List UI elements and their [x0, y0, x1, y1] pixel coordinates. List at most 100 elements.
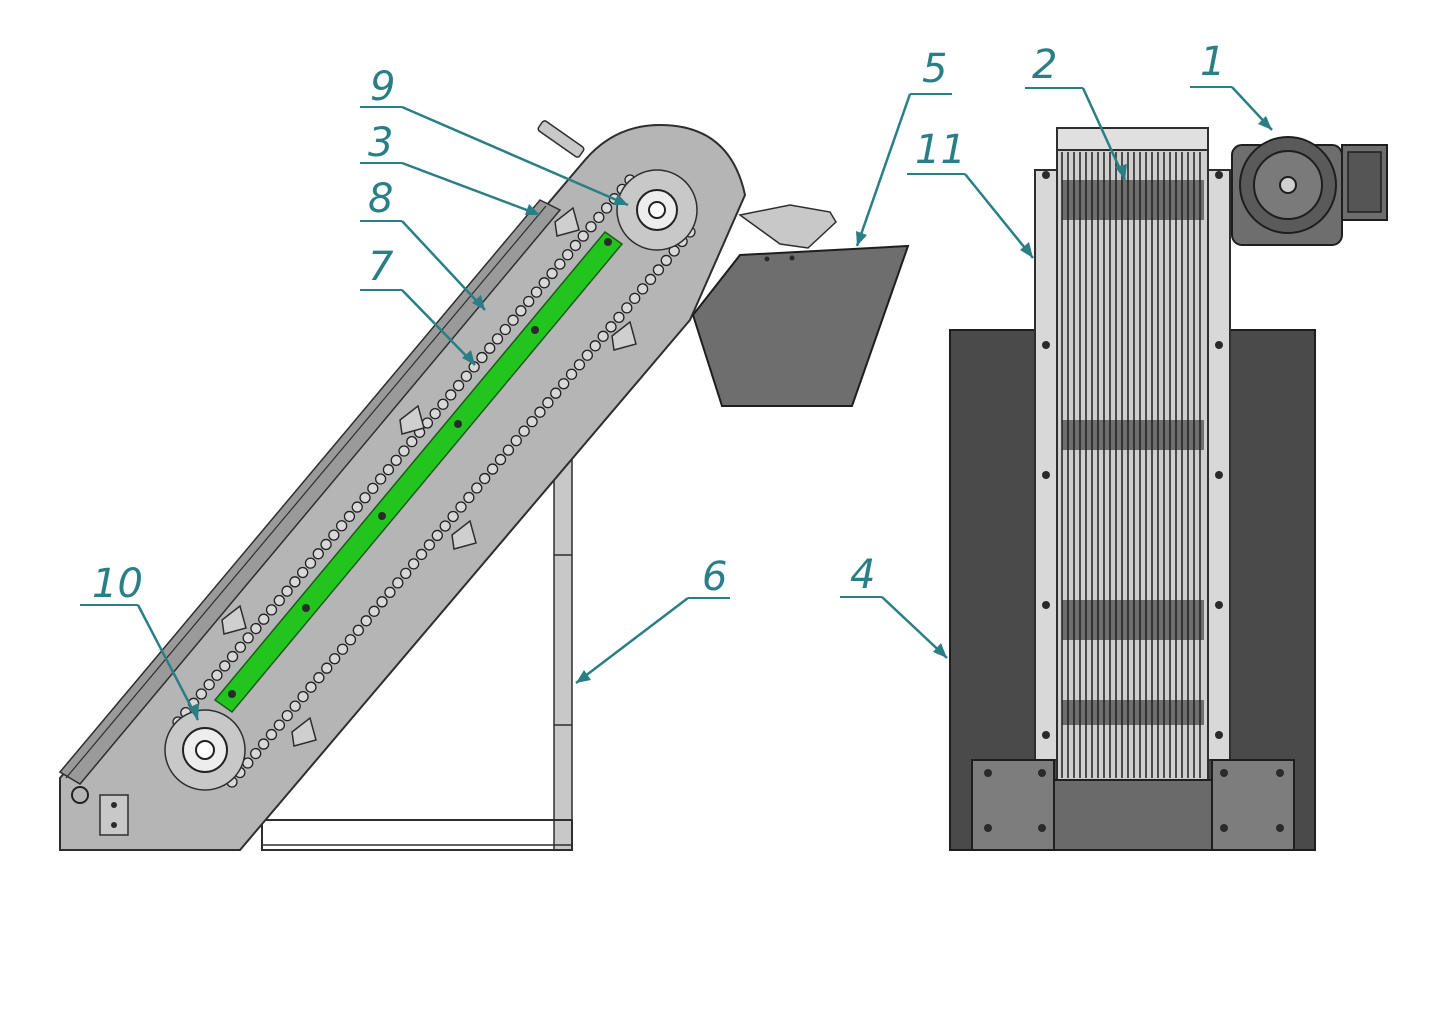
chain-link	[546, 267, 558, 280]
chain-link	[494, 453, 507, 466]
chain-link	[352, 624, 364, 636]
chain-link	[351, 501, 363, 513]
conveyor-belt	[1056, 134, 1209, 781]
chain-link	[265, 604, 278, 616]
top-lever	[537, 120, 585, 158]
callout-6: 6	[575, 554, 730, 684]
chain-link	[479, 472, 491, 485]
chain-link	[621, 302, 633, 314]
chain-link	[281, 585, 293, 597]
chain-link	[452, 379, 465, 392]
chain-upper	[172, 174, 636, 728]
chain-link	[281, 709, 293, 722]
chain-link	[554, 258, 566, 270]
chain-link	[471, 482, 483, 494]
scraper-flight	[221, 604, 247, 635]
chain-link	[313, 672, 325, 684]
chain-link	[211, 669, 223, 681]
scraper-flight	[399, 404, 425, 435]
chain-link	[376, 596, 388, 608]
chain-link	[447, 510, 459, 523]
chain-link	[577, 230, 589, 242]
chain-link	[265, 728, 278, 741]
callout-label: 5	[922, 46, 947, 92]
chain-link	[398, 445, 410, 457]
chain-link	[518, 425, 530, 437]
chain-link	[320, 538, 332, 551]
belt-band	[1062, 600, 1204, 640]
chain-link	[605, 321, 617, 333]
front-view	[949, 127, 1388, 851]
motor	[1231, 136, 1388, 246]
chain-link	[336, 643, 349, 655]
chain-link	[336, 520, 348, 532]
scraper-flight	[554, 206, 580, 237]
chain-link	[593, 211, 605, 224]
chain-link	[312, 548, 324, 560]
belt-band	[1062, 420, 1204, 450]
chain-link	[439, 520, 451, 532]
chain-link	[431, 529, 443, 542]
rail-bolt	[1042, 471, 1050, 479]
callout-3: 3	[360, 120, 541, 217]
chain-link	[242, 632, 254, 644]
rail-bolt	[1042, 171, 1050, 179]
chain-link	[415, 548, 428, 561]
chain-link	[328, 529, 340, 541]
callout-label: 2	[1032, 42, 1057, 88]
chain-link	[400, 567, 412, 580]
chain-link	[203, 678, 215, 691]
callout-9: 9	[360, 64, 629, 207]
chain-link	[486, 463, 499, 475]
chain-link	[523, 295, 535, 308]
chain-link	[499, 323, 511, 336]
chain-link	[368, 605, 380, 617]
chain-link	[273, 719, 286, 731]
chain-link	[250, 747, 262, 760]
rail-bolt	[1215, 731, 1223, 739]
callout-label: 7	[368, 244, 394, 290]
chain-link	[289, 700, 301, 712]
chain-link	[538, 277, 550, 289]
callout-5: 5	[855, 46, 952, 247]
side-rail-right	[1207, 169, 1231, 761]
chain-link	[289, 576, 301, 588]
chain-link	[219, 660, 231, 672]
head-cover	[1056, 127, 1209, 151]
chain-link	[455, 501, 467, 513]
chain-link	[437, 398, 449, 410]
callout-4: 4	[840, 552, 948, 659]
chain-link	[406, 436, 418, 448]
rail-bolt	[1042, 601, 1050, 609]
callout-7: 7	[360, 244, 476, 366]
chain-link	[382, 464, 395, 476]
chain-link	[507, 314, 519, 326]
callout-1: 1	[1190, 39, 1273, 131]
chain-link	[390, 454, 402, 466]
chain-link	[502, 444, 515, 456]
chain-link	[344, 634, 357, 646]
support-frame	[261, 454, 573, 851]
rail-bolt	[1042, 341, 1050, 349]
chain-link	[526, 416, 538, 428]
callout-8: 8	[360, 176, 486, 311]
chain-link	[460, 370, 472, 382]
side-rail-left	[1034, 169, 1058, 761]
callout-label: 8	[368, 176, 393, 222]
chain-link	[636, 283, 649, 295]
chain-link	[429, 407, 441, 420]
chain-link	[321, 662, 333, 674]
rail-bolt	[1215, 471, 1223, 479]
rail-bolt	[1215, 341, 1223, 349]
chain-link	[463, 491, 475, 504]
chain-link	[297, 691, 309, 703]
callout-label: 4	[850, 552, 875, 598]
callout-label: 11	[915, 127, 966, 173]
callouts: 1 2 11 5 9	[80, 39, 1273, 721]
base-plates	[971, 759, 1295, 851]
chain-link	[234, 641, 246, 653]
rail-bolt	[1215, 171, 1223, 179]
chain-link	[329, 653, 341, 665]
chain-link	[258, 613, 270, 625]
chain-link	[530, 286, 543, 298]
